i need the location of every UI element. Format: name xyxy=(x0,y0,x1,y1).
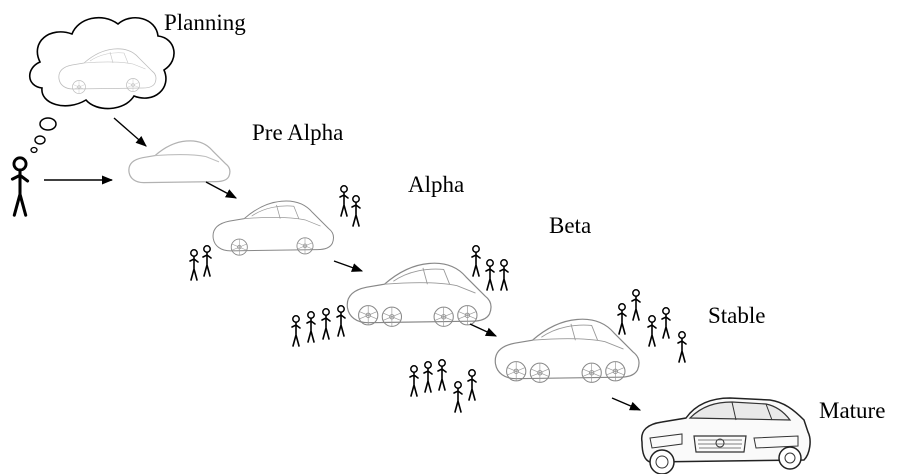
stage-label-stable: Stable xyxy=(708,303,766,328)
arrow-beta-to-stable xyxy=(469,323,498,337)
arrow-stable-to-mature xyxy=(611,397,642,411)
stage-label-alpha: Alpha xyxy=(408,172,465,197)
stage-label-planning: Planning xyxy=(164,10,246,35)
arrow-pre-alpha-to-alpha xyxy=(205,181,237,199)
users-beta-upper xyxy=(471,245,509,291)
stable-car-sketch xyxy=(494,318,640,383)
users-stable-upper xyxy=(617,288,687,363)
beta-car-sketch xyxy=(346,262,492,327)
users-stable-lower xyxy=(409,358,477,413)
users-alpha-lower xyxy=(189,245,212,281)
alpha-car-sketch xyxy=(212,200,335,256)
planner-figure xyxy=(10,156,30,217)
arrow-planning-to-pre-alpha xyxy=(113,117,147,147)
users-beta-lower xyxy=(291,304,346,347)
users-alpha-upper xyxy=(339,185,361,227)
stage-label-pre-alpha: Pre Alpha xyxy=(252,120,344,145)
arrow-alpha-to-beta xyxy=(333,260,364,272)
stage-arrows xyxy=(44,117,642,411)
stage-label-beta: Beta xyxy=(549,213,592,238)
pre-alpha-car-sketch xyxy=(128,140,231,184)
stage-label-mature: Mature xyxy=(819,398,886,423)
mature-car-illustration xyxy=(640,397,811,474)
planning-thought-cloud xyxy=(28,16,175,154)
